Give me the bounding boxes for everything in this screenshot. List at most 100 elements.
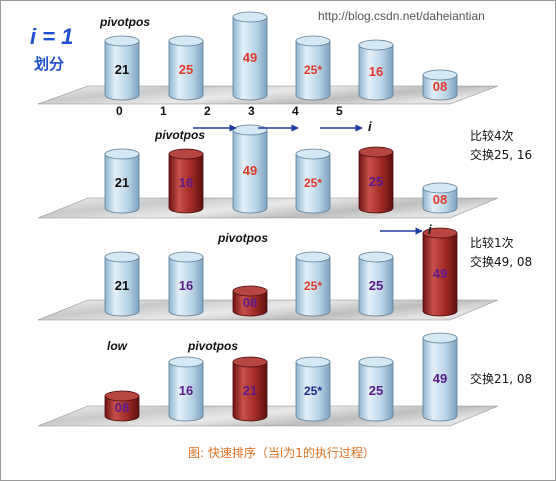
cylinder-top: [232, 124, 268, 136]
i-pointer-label: i: [428, 222, 432, 237]
cylinder-value: 49: [243, 50, 257, 65]
compare-count-note: 比较1次: [470, 235, 514, 250]
cylinder-top: [295, 148, 331, 160]
cylinder-top: [104, 390, 140, 402]
cylinder-top: [168, 356, 204, 368]
cylinder: 49: [232, 124, 268, 214]
cylinder-top: [232, 356, 268, 368]
cylinder-body: [104, 40, 140, 101]
cylinder-value: 21: [115, 175, 129, 190]
index-labels: 0 1 2 3 4 5: [116, 104, 343, 118]
cylinder: 25: [168, 35, 204, 101]
cylinder: 21: [104, 251, 140, 317]
compare-count-note: 比较4次: [470, 128, 514, 143]
cylinder: 16: [168, 148, 204, 214]
cylinder-top: [168, 35, 204, 47]
cylinder-value: 08: [243, 295, 257, 310]
cylinder-top: [168, 148, 204, 160]
cylinder: 25*: [295, 251, 331, 317]
cylinder-top: [422, 182, 458, 194]
cylinder-body: [104, 256, 140, 317]
cylinder: 16: [168, 251, 204, 317]
cylinder-value: 25*: [304, 63, 322, 77]
cylinder-body: [168, 361, 204, 422]
pivotpos-label: pivotpos: [217, 231, 268, 245]
cylinder-body: [168, 153, 204, 214]
cylinder-top: [232, 285, 268, 297]
cylinder-value: 08: [433, 79, 447, 94]
cylinder: 25*: [295, 148, 331, 214]
cylinder-top: [104, 148, 140, 160]
pivotpos-label: pivotpos: [154, 128, 205, 142]
index-label: 2: [204, 104, 211, 118]
swap-note: 交换49, 08: [470, 254, 532, 269]
cylinder-top: [232, 11, 268, 23]
cylinder-body: [232, 361, 268, 422]
cylinder-value: 21: [115, 62, 129, 77]
cylinder-value: 25*: [304, 384, 322, 398]
cylinder: 25: [358, 146, 394, 214]
cylinder: 21: [104, 35, 140, 101]
partition-subtitle: 划分: [34, 55, 64, 73]
cylinder-top: [422, 332, 458, 344]
cylinder-body: [422, 337, 458, 422]
cylinder-body: [232, 290, 268, 317]
cylinder-top: [104, 35, 140, 47]
cylinder: 25*: [295, 356, 331, 422]
cylinder-top: [168, 251, 204, 263]
cylinder-body: [295, 153, 331, 214]
cylinder: 16: [358, 39, 394, 101]
cylinder-top: [295, 251, 331, 263]
cylinder: 49: [422, 332, 458, 422]
cylinder-body: [295, 256, 331, 317]
cylinder: 21: [232, 356, 268, 422]
cylinder-value: 21: [115, 278, 129, 293]
cylinder-body: [104, 395, 140, 422]
i-pointer-label: i: [368, 119, 372, 134]
cylinder-value: 25*: [304, 279, 322, 293]
pivotpos-label: pivotpos: [187, 339, 238, 353]
cylinder: 16: [168, 356, 204, 422]
figure-caption: 图: 快速排序（当i为1的执行过程）: [188, 445, 375, 460]
swap-note: 交换25, 16: [470, 147, 532, 162]
index-label: 3: [248, 104, 255, 118]
cylinder-body: [232, 16, 268, 101]
cylinder-value: 49: [433, 266, 447, 281]
cylinder-value: 25: [369, 383, 383, 398]
cylinder: 25: [358, 251, 394, 317]
cylinder-value: 49: [243, 163, 257, 178]
cylinder-top: [104, 251, 140, 263]
cylinder-value: 25*: [304, 176, 322, 190]
cylinder-top: [358, 146, 394, 158]
cylinder-value: 08: [433, 192, 447, 207]
cylinder-value: 16: [369, 64, 383, 79]
cylinder-body: [295, 40, 331, 101]
cylinder-value: 16: [179, 383, 193, 398]
cylinder: 25: [358, 356, 394, 422]
cylinder-body: [232, 129, 268, 214]
cylinder-top: [295, 35, 331, 47]
cylinder-layer: 21 25 49 25* 16 08 21 16 49 25* 25 08 21 16 08 25* 25 49 0…: [104, 11, 458, 422]
cylinder-body: [358, 256, 394, 317]
cylinder-top: [422, 69, 458, 81]
cylinder-body: [422, 187, 458, 214]
cylinder: 25*: [295, 35, 331, 101]
cylinder-body: [358, 44, 394, 101]
cylinder-body: [422, 74, 458, 101]
index-label: 0: [116, 104, 123, 118]
low-pointer-label: low: [107, 339, 128, 353]
cylinder-value: 16: [179, 175, 193, 190]
cylinder-body: [104, 153, 140, 214]
cylinder-body: [422, 232, 458, 317]
cylinder: 08: [422, 69, 458, 101]
swap-note: 交换21, 08: [470, 371, 532, 386]
cylinder-value: 21: [243, 383, 257, 398]
cylinder: 08: [232, 285, 268, 317]
cylinder-value: 08: [115, 400, 129, 415]
cylinder-top: [422, 227, 458, 239]
cylinder: 49: [422, 227, 458, 317]
index-label: 4: [292, 104, 299, 118]
cylinder-top: [295, 356, 331, 368]
i-equals-label: i = 1: [30, 24, 73, 49]
